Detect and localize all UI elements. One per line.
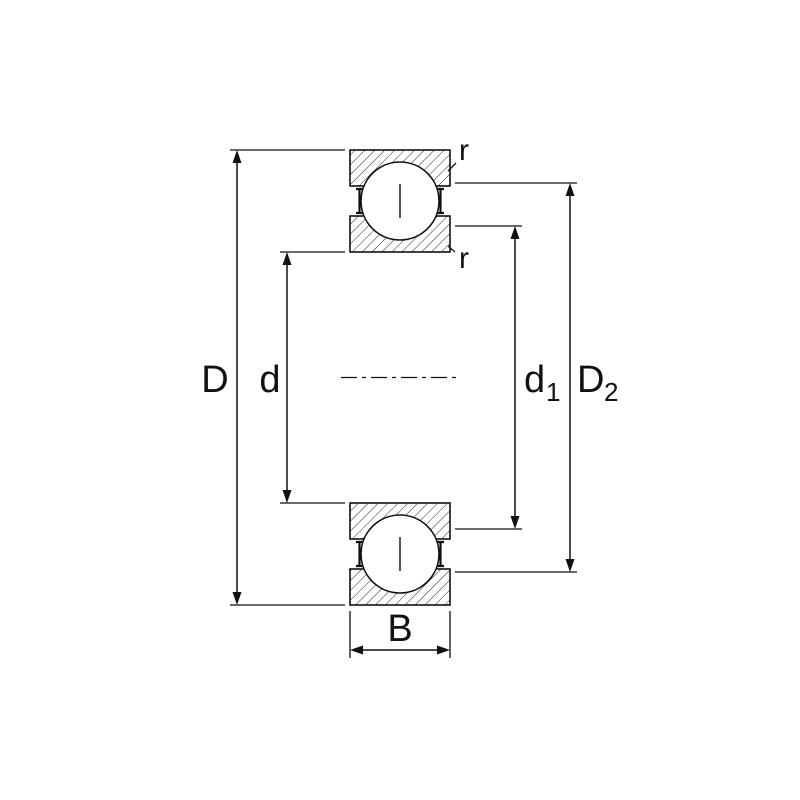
dimension-outer-diameter: D (201, 149, 345, 606)
dimension-width: B (349, 608, 451, 658)
label-bore-diameter: d (259, 359, 280, 401)
shield-bottom-left (356, 540, 363, 568)
label-inner-shoulder: d (524, 359, 545, 401)
bearing-bottom-section (349, 502, 451, 606)
arrowhead-left-icon (350, 645, 363, 655)
label-inner-shoulder-subscript: 1 (546, 377, 560, 407)
label-chamfer-bottom: r (459, 242, 469, 275)
label-width: B (387, 608, 412, 650)
chamfer-callout-top: r (447, 134, 469, 172)
leader-line (447, 245, 456, 253)
dimension-inner-shoulder: d 1 (455, 225, 560, 530)
leader-line (447, 162, 457, 172)
dimension-bore-diameter: d (259, 251, 345, 504)
arrowhead-up-icon (282, 252, 292, 265)
label-outer-shoulder: D (577, 359, 604, 401)
label-outer-diameter: D (201, 359, 228, 401)
bearing-top-section (349, 149, 451, 253)
arrowhead-right-icon (437, 645, 450, 655)
label-chamfer-top: r (459, 134, 469, 167)
chamfer-callout-bottom: r (447, 242, 469, 275)
arrowhead-down-icon (282, 490, 292, 503)
bearing-cross-section (341, 149, 459, 606)
arrowhead-down-icon (510, 516, 520, 529)
arrowhead-up-icon (232, 150, 242, 163)
shield-top-left (356, 187, 363, 215)
shield-bottom-right (437, 540, 444, 568)
arrowhead-up-icon (510, 226, 520, 239)
shield-top-right (437, 187, 444, 215)
dimension-outer-shoulder: D 2 (455, 182, 618, 573)
arrowhead-down-icon (232, 592, 242, 605)
label-outer-shoulder-subscript: 2 (604, 377, 618, 407)
arrowhead-down-icon (565, 559, 575, 572)
arrowhead-up-icon (565, 183, 575, 196)
